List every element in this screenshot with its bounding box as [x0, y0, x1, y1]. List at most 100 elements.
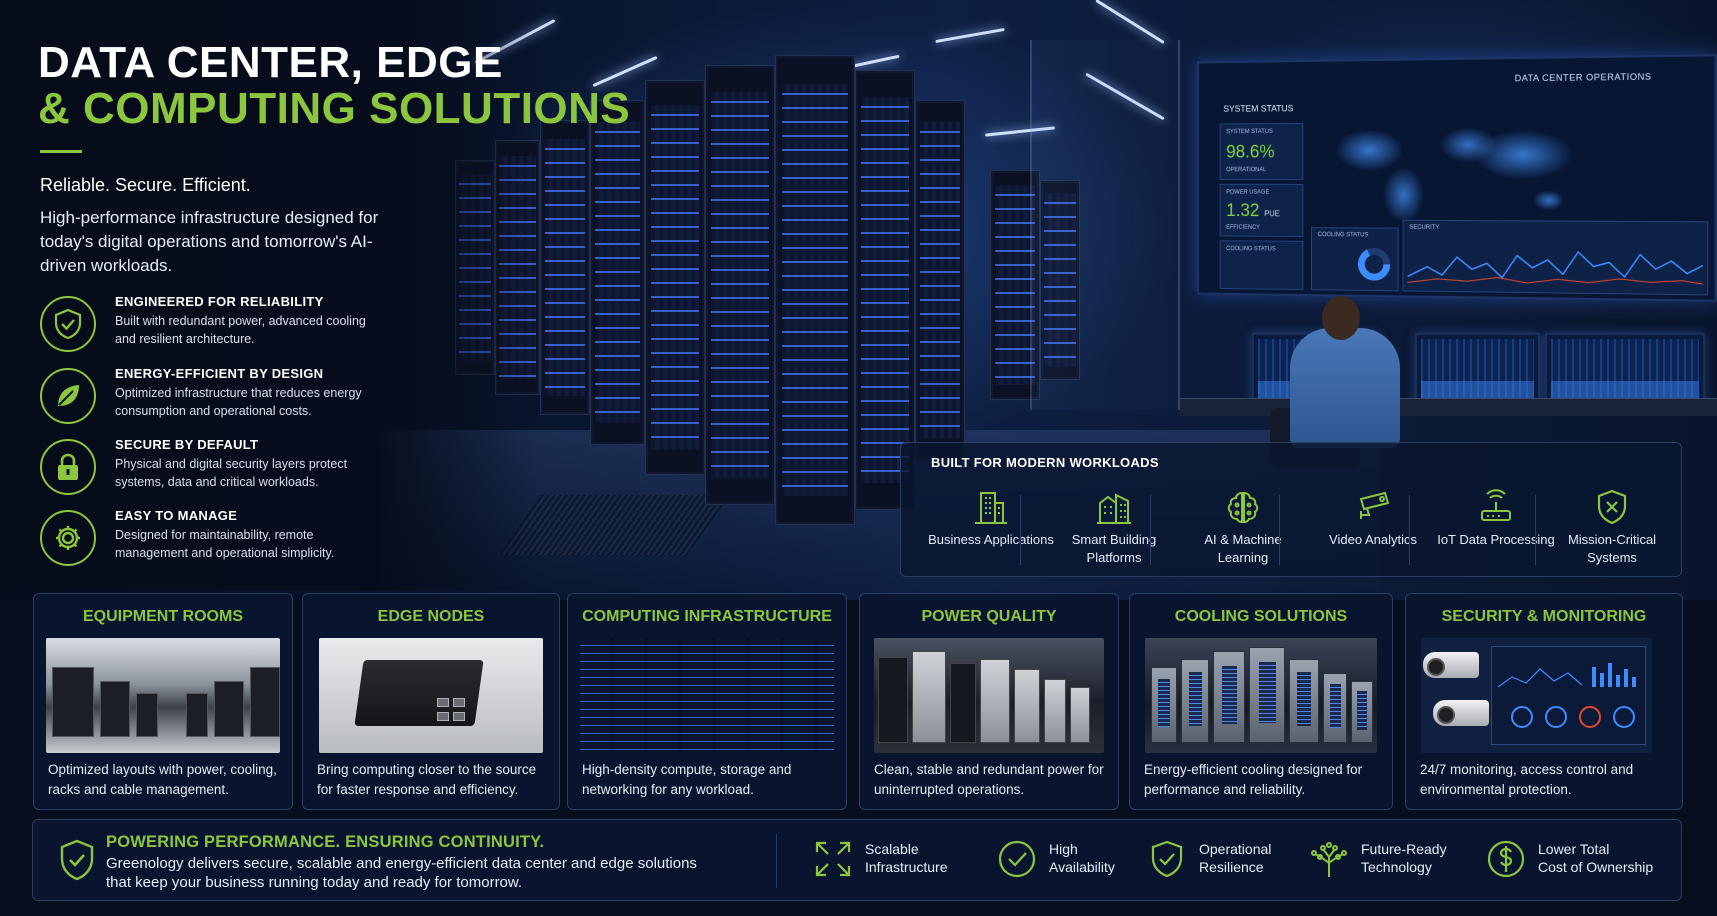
benefit-label-line1: High — [1049, 841, 1078, 857]
feature-description: Built with redundant power, advanced coo… — [115, 314, 366, 346]
server-rack — [590, 100, 645, 445]
security-camera-icon — [1433, 700, 1489, 726]
card-title: COMPUTING INFRASTRUCTURE — [582, 608, 832, 625]
card-description: 24/7 monitoring, access control and envi… — [1420, 762, 1634, 797]
edge-node-image — [319, 638, 543, 753]
desk-monitor — [1545, 333, 1705, 405]
shield-check-icon — [40, 296, 96, 352]
workload-divider — [1279, 495, 1280, 565]
power-quality-image — [874, 638, 1104, 753]
tagline: Reliable. Secure. Efficient. — [40, 175, 251, 195]
operator-head — [1322, 296, 1360, 340]
workload-mission-critical: Mission-Critical Systems — [1547, 483, 1677, 573]
system-status-card: SYSTEM STATUS 98.6% OPERATIONAL — [1219, 122, 1304, 180]
card-title: SECURITY & MONITORING — [1441, 608, 1647, 625]
circuit-tree-icon — [1311, 842, 1347, 877]
intro-text: High-performance infrastructure designed… — [40, 208, 379, 275]
server-rack — [705, 65, 775, 505]
title-underline — [40, 150, 82, 153]
card-equipment-rooms: EQUIPMENT ROOMS Optimized layouts with p… — [33, 593, 293, 810]
workload-label: IoT Data Processing — [1437, 532, 1555, 547]
cooling-status-label-2: COOLING STATUS — [1317, 232, 1369, 239]
server-rack — [1040, 180, 1080, 380]
wall-screen-title: DATA CENTER OPERATIONS — [1514, 71, 1652, 84]
cooling-solutions-image — [1145, 638, 1377, 753]
camera-icon — [1359, 491, 1390, 519]
server-rack — [645, 80, 705, 475]
workload-divider — [1409, 495, 1410, 565]
benefit-label-line2: Resilience — [1199, 859, 1264, 875]
brain-icon — [1227, 491, 1259, 524]
workload-video-analytics: Video Analytics — [1308, 483, 1438, 573]
desk-monitor — [1415, 333, 1540, 405]
benefit-label-line1: Operational — [1199, 841, 1272, 857]
feature-secure: SECURE BY DEFAULT Physical and digital s… — [40, 437, 380, 497]
router-icon — [1481, 489, 1511, 521]
system-status-value: 98.6% — [1226, 141, 1275, 162]
workload-label: Video Analytics — [1329, 532, 1417, 547]
cooling-status-panel: COOLING STATUS — [1311, 227, 1399, 292]
power-usage-sub: EFFICIENCY — [1226, 224, 1261, 231]
ceiling-light — [1095, 0, 1165, 44]
building-icon — [975, 492, 1007, 524]
workload-label: Smart Building Platforms — [1071, 532, 1157, 565]
card-title: COOLING SOLUTIONS — [1174, 608, 1348, 625]
security-label: SECURITY — [1409, 224, 1440, 231]
cooling-status-card: COOLING STATUS — [1219, 240, 1304, 291]
feature-title: SECURE BY DEFAULT — [115, 437, 259, 452]
workload-iot: IoT Data Processing — [1431, 483, 1561, 573]
workload-divider — [1535, 495, 1536, 565]
card-edge-nodes: EDGE NODES Bring computing closer to the… — [302, 593, 560, 810]
card-power-quality: POWER QUALITY Clean, stable and redundan… — [859, 593, 1119, 810]
card-description: Clean, stable and redundant power for un… — [874, 762, 1104, 797]
workload-business-applications: Business Applications — [926, 483, 1056, 573]
power-usage-label: POWER USAGE — [1226, 189, 1270, 196]
dollar-circle-icon — [1487, 840, 1525, 878]
leaf-icon — [40, 368, 96, 424]
smart-building-icon — [1097, 493, 1131, 524]
server-rack — [990, 170, 1040, 400]
server-rack — [915, 100, 965, 460]
shield-x-icon — [1597, 489, 1627, 525]
workloads-title: BUILT FOR MODERN WORKLOADS — [931, 455, 1159, 470]
benefit-label-line1: Scalable — [865, 841, 919, 857]
workload-label: Mission-Critical Systems — [1567, 532, 1657, 565]
lock-icon — [40, 439, 96, 495]
security-monitoring-image — [1421, 638, 1652, 753]
shield-check-icon — [1151, 840, 1183, 878]
cooling-status-label: COOLING STATUS — [1226, 246, 1276, 253]
card-title: EDGE NODES — [377, 608, 485, 625]
card-computing-infrastructure: COMPUTING INFRASTRUCTURE High-density co… — [567, 593, 847, 810]
world-map — [1311, 98, 1580, 221]
feature-description: Physical and digital security layers pro… — [115, 457, 348, 489]
workload-ai-ml: AI & Machine Learning — [1178, 483, 1308, 573]
check-circle-icon — [998, 840, 1036, 878]
system-status-label: SYSTEM STATUS — [1226, 129, 1273, 136]
card-title: POWER QUALITY — [921, 608, 1057, 625]
card-description: Optimized layouts with power, cooling, r… — [48, 762, 277, 797]
gear-icon — [40, 510, 96, 566]
workload-divider — [1150, 495, 1151, 565]
page-title-line2: & COMPUTING SOLUTIONS — [38, 84, 631, 133]
benefit-label-line1: Lower Total — [1538, 841, 1610, 857]
benefit-label-line2: Infrastructure — [865, 859, 948, 875]
workload-label: Business Applications — [928, 532, 1054, 547]
left-gradient-overlay — [0, 0, 540, 590]
banner-title: POWERING PERFORMANCE. ENSURING CONTINUIT… — [106, 833, 545, 851]
feature-energy-efficient: ENERGY-EFFICIENT BY DESIGN Optimized inf… — [40, 366, 380, 426]
card-title: EQUIPMENT ROOMS — [82, 608, 243, 625]
feature-description: Designed for maintainability, remote man… — [115, 528, 335, 560]
card-description: Bring computing closer to the source for… — [317, 762, 537, 797]
expand-arrows-icon — [815, 841, 851, 877]
feature-easy-manage: EASY TO MANAGE Designed for maintainabil… — [40, 508, 380, 568]
server-rack — [540, 120, 590, 415]
feature-title: ENGINEERED FOR RELIABILITY — [115, 294, 324, 309]
power-usage-card: POWER USAGE 1.32 PUE EFFICIENCY — [1219, 183, 1304, 237]
benefit-label-line2: Technology — [1361, 859, 1432, 875]
banner-divider — [776, 834, 777, 888]
benefit-label-line1: Future-Ready — [1361, 841, 1447, 857]
card-description: High-density compute, storage and networ… — [582, 762, 792, 797]
operator-person — [1290, 328, 1400, 448]
benefit-label-line2: Availability — [1049, 859, 1115, 875]
